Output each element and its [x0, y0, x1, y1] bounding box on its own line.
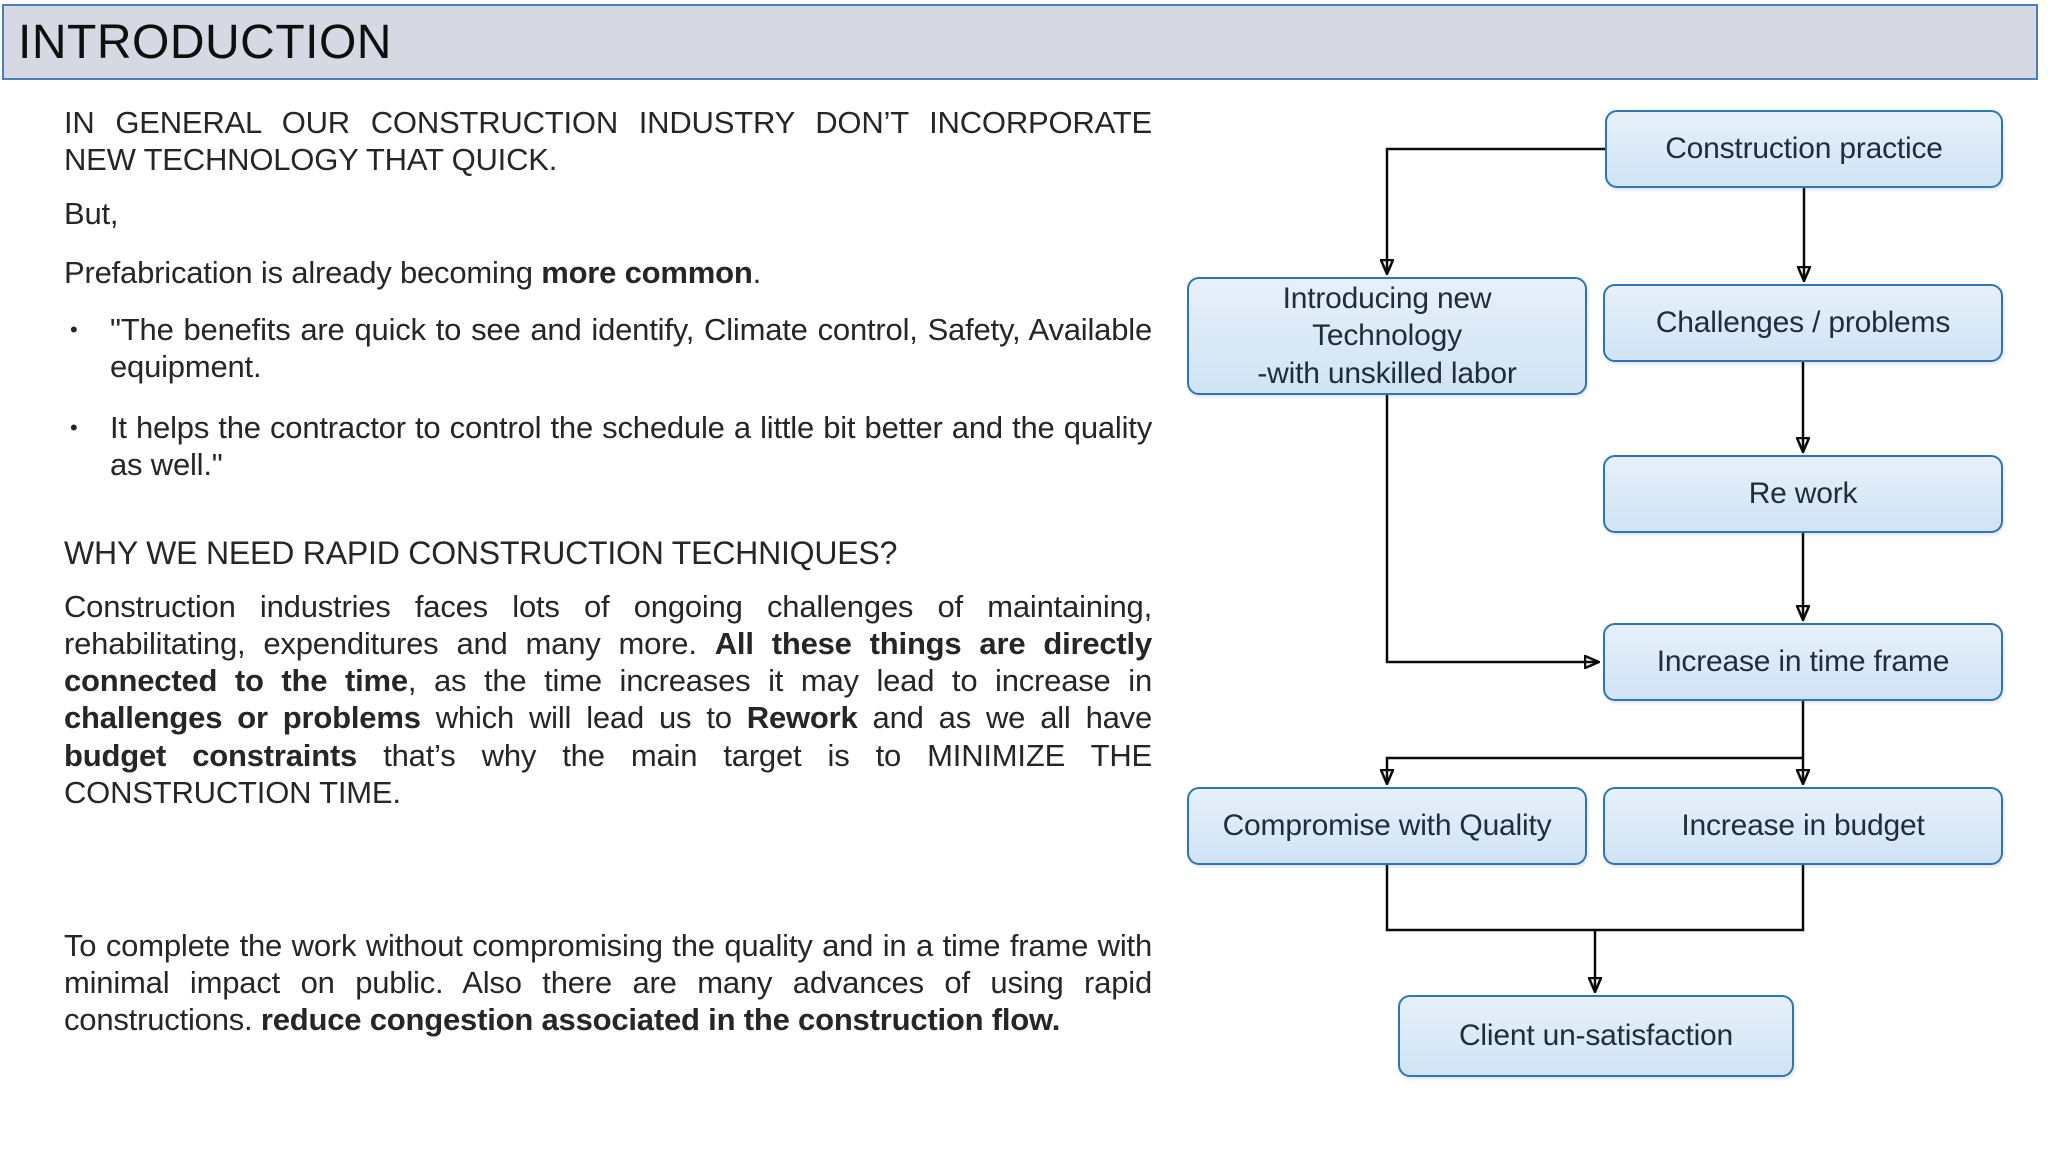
- prefab-text: Prefabrication is already becoming: [64, 254, 542, 290]
- prefab-bold-text: more common: [541, 254, 753, 290]
- why-seg-3: which will lead us to: [420, 700, 747, 736]
- why-heading: WHY WE NEED RAPID CONSTRUCTION TECHNIQUE…: [64, 534, 898, 571]
- slide-title-bar: INTRODUCTION: [2, 4, 2038, 80]
- why-seg-1: Construction industries faces lots of on…: [64, 588, 1152, 662]
- bullet-icon: •: [70, 316, 78, 342]
- bullet-text-benefits: "The benefits are quick to see and ident…: [110, 311, 1152, 384]
- flow-node-compromise-with-quality: Compromise with Quality: [1187, 787, 1587, 865]
- prefabrication-line: Prefabrication is already becoming more …: [64, 254, 1152, 291]
- flow-node-increase-in-budget: Increase in budget: [1603, 787, 2003, 865]
- list-item: • It helps the contractor to control the…: [64, 409, 1152, 483]
- bullet-icon: •: [70, 415, 78, 441]
- flow-node-construction-practice: Construction practice: [1605, 110, 2003, 188]
- why-seg-5: that’s why the main target is to MINIMIZ…: [64, 737, 1152, 810]
- why-bold-1: All these things are directly connected …: [64, 626, 1153, 699]
- flow-node-client-unsatisfaction: Client un-satisfaction: [1398, 995, 1794, 1077]
- why-bold-3: Rework: [746, 700, 858, 736]
- prefab-period: .: [752, 254, 762, 290]
- closing-bold-1: reduce congestion associated in the cons…: [260, 1002, 1061, 1038]
- flow-node-challenges-problems: Challenges / problems: [1603, 284, 2003, 362]
- slide-title: INTRODUCTION: [18, 15, 392, 69]
- closing-paragraph: To complete the work without compromisin…: [64, 927, 1152, 1039]
- why-seg-4: and as we all have: [857, 700, 1153, 736]
- but-line: But,: [64, 196, 119, 232]
- why-paragraph: Construction industries faces lots of on…: [64, 588, 1152, 811]
- why-bold-4: budget constraints: [64, 737, 358, 773]
- body-text-column: IN GENERAL OUR CONSTRUCTION INDUSTRY DON…: [64, 104, 1152, 1039]
- flow-node-re-work: Re work: [1603, 455, 2003, 533]
- closing-seg-1: To complete the work without compromisin…: [64, 928, 1152, 1038]
- flow-node-increase-in-time-frame: Increase in time frame: [1603, 623, 2003, 701]
- why-seg-2: , as the time increases it may lead to i…: [407, 663, 1152, 699]
- list-item: • "The benefits are quick to see and ide…: [64, 311, 1152, 385]
- bullet-list: • "The benefits are quick to see and ide…: [64, 311, 1152, 484]
- bullet-text-schedule: It helps the contractor to control the s…: [110, 410, 1152, 483]
- opening-statement: IN GENERAL OUR CONSTRUCTION INDUSTRY DON…: [64, 105, 1152, 178]
- flow-node-introducing-new-technology: Introducing new Technology -with unskill…: [1187, 277, 1587, 395]
- why-bold-2: challenges or problems: [64, 700, 421, 736]
